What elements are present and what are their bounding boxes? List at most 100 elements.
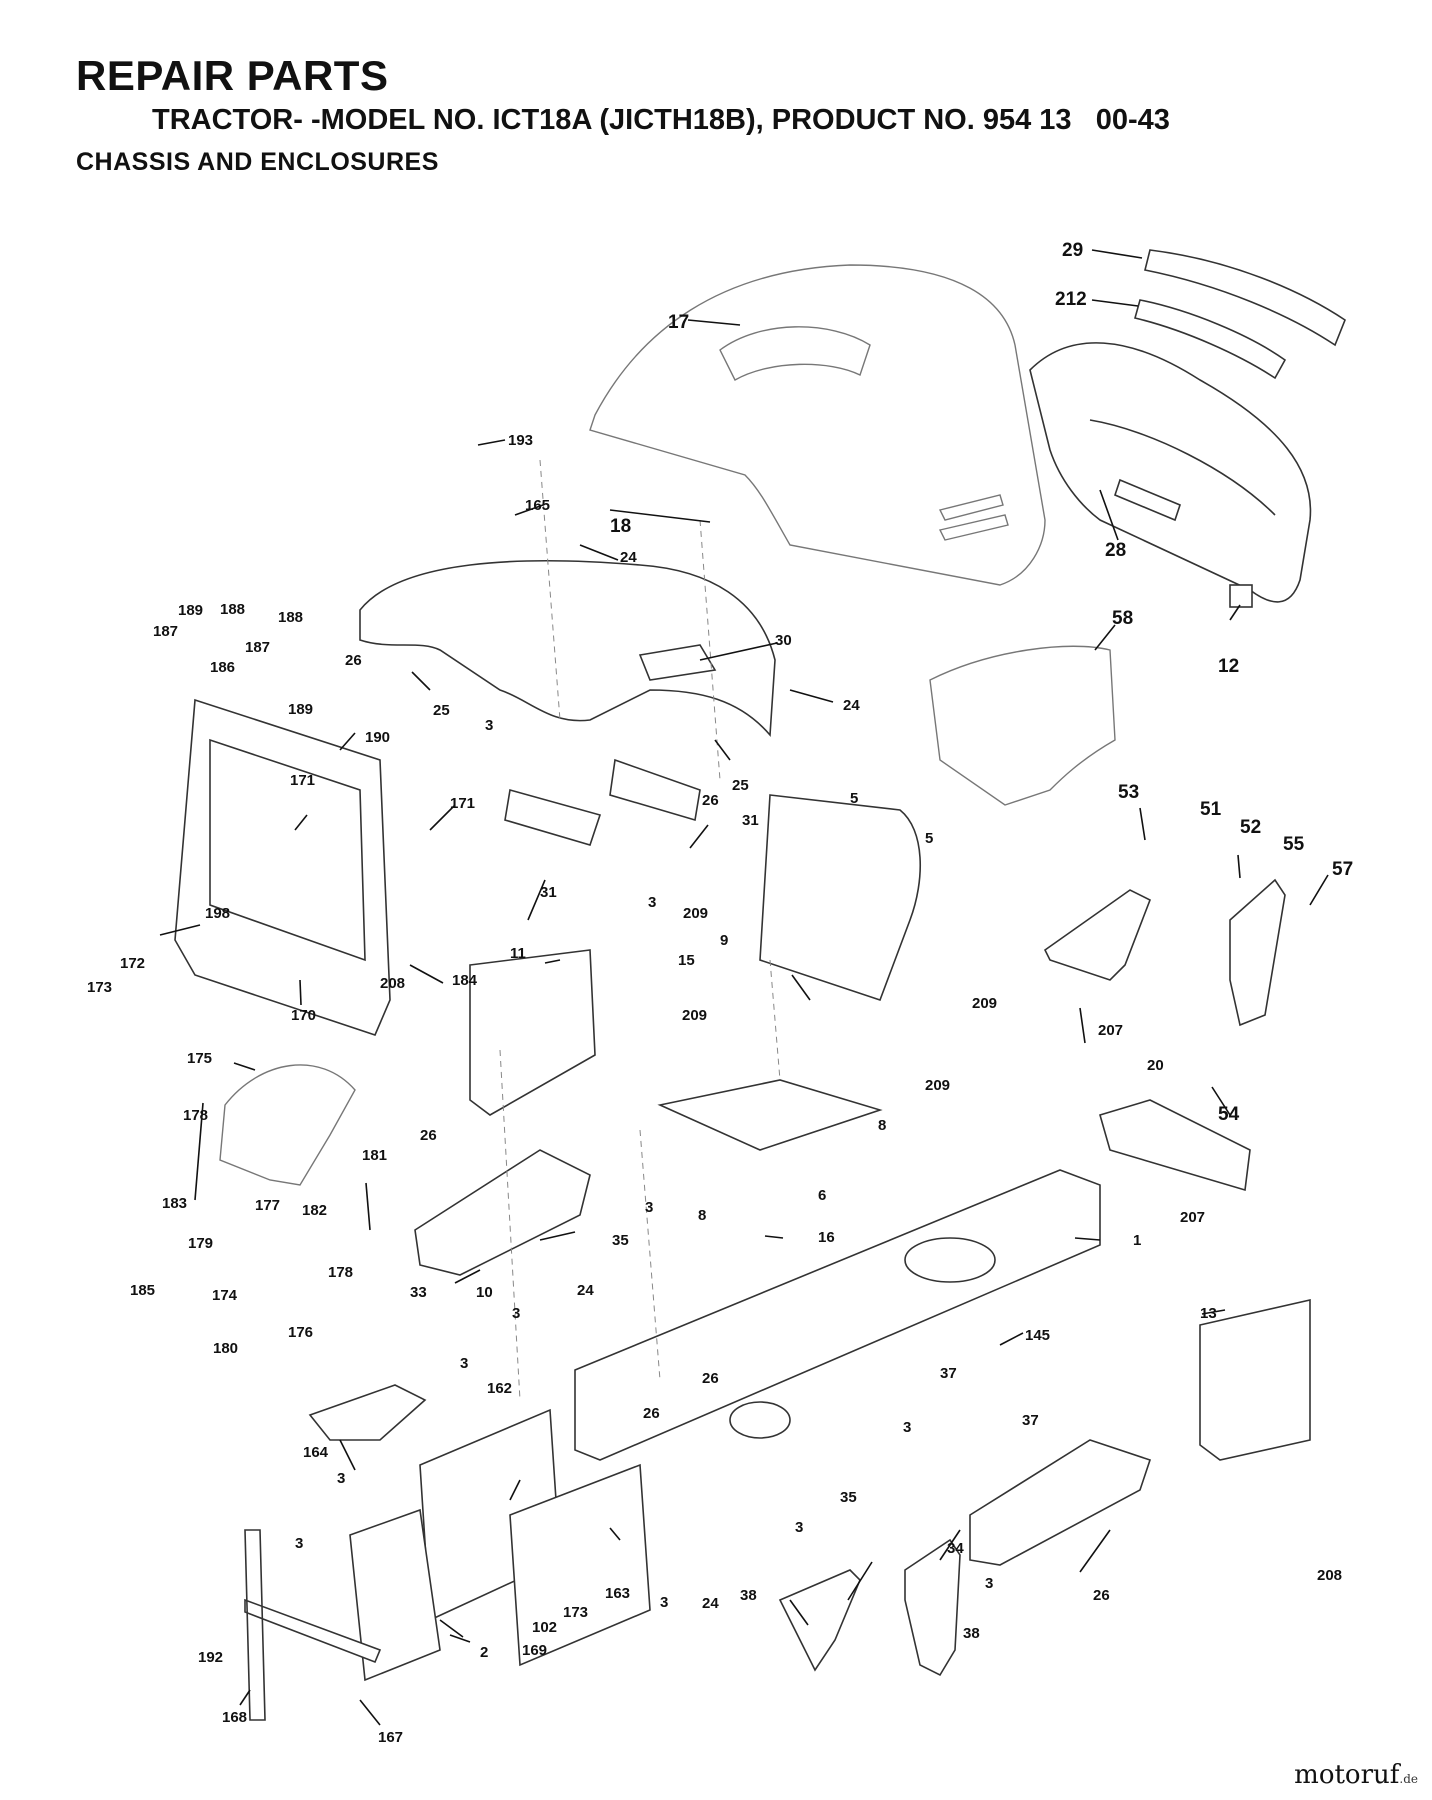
watermark: motoruf.de [1294,1760,1418,1790]
dash-plate-part [759,794,922,1002]
callout-102: 102 [532,1619,557,1636]
side-panel-part [469,949,596,1116]
callout-3-g: 3 [337,1470,345,1487]
callout-181: 181 [362,1147,387,1164]
callout-25-b: 25 [732,777,749,794]
section-title: CHASSIS AND ENCLOSURES [76,148,439,176]
callout-164: 164 [303,1444,329,1461]
callout-24-c: 24 [577,1282,594,1299]
callout-12: 12 [1218,656,1239,677]
callout-24-a: 24 [620,549,637,566]
callout-15: 15 [678,952,695,969]
callout-192: 192 [198,1649,223,1666]
callout-173-b: 173 [563,1604,588,1621]
callout-31-a: 31 [742,812,759,829]
callout-198: 198 [205,905,230,922]
callout-51: 51 [1200,799,1222,820]
callout-26-c: 26 [420,1127,437,1144]
callout-168: 168 [222,1709,247,1726]
callout-3-h: 3 [795,1519,803,1536]
callout-5-b: 5 [925,830,933,847]
callout-171-b: 171 [450,795,475,812]
mount-plate-part [1099,1099,1251,1192]
callout-162: 162 [487,1380,512,1397]
callout-57: 57 [1332,859,1353,880]
hood-trim-part [1144,249,1346,347]
callout-24-d: 24 [702,1595,719,1612]
steering-support-part [504,788,602,846]
clip-part [1229,584,1253,608]
page-title: REPAIR PARTS [76,52,389,99]
callout-13: 13 [1200,1305,1217,1322]
callout-175: 175 [187,1050,212,1067]
callout-38-a: 38 [740,1587,757,1604]
model-subtitle: TRACTOR- -MODEL NO. ICT18A (JICTH18B), P… [152,104,1170,136]
callout-183: 183 [162,1195,187,1212]
callout-189-a: 189 [178,602,203,619]
callout-30: 30 [775,632,792,649]
callout-212: 212 [1055,289,1087,310]
callout-207-a: 207 [1098,1022,1123,1039]
callout-184: 184 [452,972,478,989]
callout-6: 6 [818,1187,826,1204]
callout-170: 170 [291,1007,316,1024]
callout-38-b: 38 [963,1625,980,1642]
callout-31-b: 31 [540,884,557,901]
bumper-part [244,1529,382,1721]
callout-53: 53 [1118,782,1139,803]
footrest-part [414,1149,591,1276]
callout-185: 185 [130,1282,155,1299]
callout-208-a: 208 [380,975,405,992]
callout-176: 176 [288,1324,313,1341]
callout-180: 180 [213,1340,238,1357]
callout-3-e: 3 [460,1355,468,1372]
callout-18: 18 [610,516,631,537]
callout-172: 172 [120,955,145,972]
callout-3-f: 3 [903,1419,911,1436]
callout-25-a: 25 [433,702,450,719]
callout-26-e: 26 [643,1405,660,1422]
callout-3-k: 3 [660,1594,668,1611]
callout-52: 52 [1240,817,1261,838]
callout-163: 163 [605,1585,630,1602]
bracket-part-4 [778,1569,861,1672]
callout-58: 58 [1112,608,1133,629]
watermark-tld: .de [1399,1772,1418,1786]
dash-panel-part [359,559,776,738]
callout-3-c: 3 [645,1199,653,1216]
callout-193: 193 [508,432,533,449]
callout-3-i: 3 [985,1575,993,1592]
callout-24-b: 24 [843,697,860,714]
callout-5-a: 5 [850,790,858,807]
callout-167: 167 [378,1729,403,1746]
callout-17: 17 [668,312,689,333]
callout-10: 10 [476,1284,493,1301]
callout-177: 177 [255,1197,280,1214]
bracket-part [1043,889,1152,981]
grille-part [1029,342,1312,603]
callout-2: 2 [480,1644,488,1661]
callout-179: 179 [188,1235,213,1252]
callout-33: 33 [410,1284,427,1301]
bracket-part-2 [1229,878,1286,1027]
callout-3-d: 3 [512,1305,520,1322]
callout-8-a: 8 [878,1117,886,1134]
footrest-part-2 [969,1439,1152,1566]
callout-178-a: 178 [183,1107,208,1124]
callout-1: 1 [1133,1232,1141,1249]
callout-209-a: 209 [683,905,708,922]
callout-209-d: 209 [925,1077,950,1094]
callout-11: 11 [510,945,526,962]
callout-16: 16 [818,1229,835,1246]
callout-171-a: 171 [290,772,315,789]
callout-26-d: 26 [702,1370,719,1387]
callout-8-b: 8 [698,1207,706,1224]
steering-support-part-2 [609,758,701,822]
callout-35-b: 35 [840,1489,857,1506]
bracket-part-5 [904,1538,961,1677]
callout-165: 165 [525,497,550,514]
callout-29: 29 [1062,240,1083,261]
callout-55: 55 [1283,834,1305,855]
plate-part [657,1079,883,1151]
